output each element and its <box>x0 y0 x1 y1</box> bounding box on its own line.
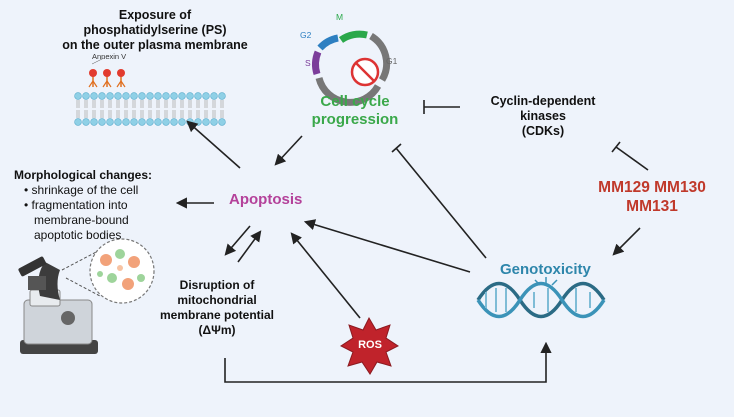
morphology-item: membrane-bound <box>34 213 129 227</box>
cell-cycle-ring-icon <box>312 30 391 106</box>
morphology-item: • fragmentation into <box>24 198 128 212</box>
genotoxicity-label: Genotoxicity <box>500 261 591 278</box>
compounds-label: MM129 MM130 MM131 <box>598 179 706 215</box>
arrow-mito-to-apoptosis <box>237 230 262 263</box>
phase-label-g1: G1 <box>386 56 398 66</box>
morphology-title: Morphological changes: <box>14 168 153 182</box>
phase-label-g2: G2 <box>300 30 312 40</box>
microscope-icon <box>18 256 98 354</box>
inhibit-genotox-to-cellcycle <box>395 147 487 259</box>
cell-cycle-label: Cell cycle progression <box>311 93 399 128</box>
arrow-genotox-to-apoptosis <box>303 219 471 273</box>
dna-helix-icon <box>476 277 606 319</box>
arrow-apoptosis-to-mito <box>224 225 251 256</box>
magnified-cells-icon <box>61 238 155 304</box>
arrow-ros-to-apoptosis <box>290 232 361 319</box>
ps-exposure-label: Exposure of phosphatidylserine (PS) on t… <box>62 8 248 52</box>
arrow-mito-to-genotox <box>224 341 552 383</box>
ros-label: ROS <box>358 339 382 351</box>
inhibit-compounds-to-cdk <box>615 146 649 171</box>
cell-cycle-arrest-icon <box>350 57 380 87</box>
membrane-bilayer-icon <box>74 57 226 126</box>
phase-label-s: S <box>305 58 311 68</box>
arrow-apoptosis-to-ps <box>186 120 241 169</box>
phase-label-m: M <box>336 12 344 22</box>
arrow-cellcycle-to-apoptosis <box>274 135 303 166</box>
morphology-item: apoptotic bodies <box>34 228 122 242</box>
arrow-compounds-to-genotox <box>612 227 641 256</box>
ros-burst-icon <box>340 316 399 375</box>
annexin-v-markers-icon <box>88 57 126 88</box>
mito-label: Disruption of mitochondrial membrane pot… <box>159 278 275 337</box>
morphology-block: Morphological changes: • shrinkage of th… <box>14 168 184 243</box>
cdk-label: Cyclin-dependent kinases (CDKs) <box>490 94 596 138</box>
apoptosis-label: Apoptosis <box>229 191 303 208</box>
morphology-item: • shrinkage of the cell <box>24 183 139 197</box>
annexin-v-label: Annexin V <box>92 52 127 61</box>
